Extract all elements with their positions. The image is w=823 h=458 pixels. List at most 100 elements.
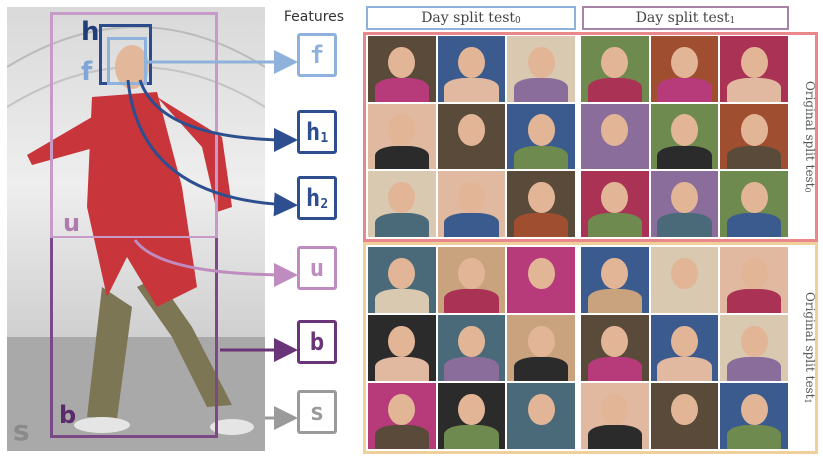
photo-tile: [507, 247, 575, 313]
photo-face: [601, 46, 629, 78]
photo-tile: [368, 247, 436, 313]
photo-shirt: [587, 357, 642, 381]
photo-tile: [650, 383, 719, 449]
photo-shirt: [587, 289, 642, 313]
photo-face: [740, 46, 768, 78]
photo-face: [740, 325, 768, 358]
feature-box-0: f: [297, 33, 337, 77]
photo-shirt: [374, 289, 429, 313]
photo-tile: [581, 383, 649, 449]
row-label-0: Original split test0: [799, 35, 821, 239]
photo-tile: [650, 247, 719, 313]
photo-face: [670, 325, 699, 358]
photo-tile: [720, 36, 788, 102]
photo-shirt: [514, 213, 569, 237]
photo-tile: [581, 315, 649, 381]
label-s: s: [13, 414, 30, 447]
photo-tile: [507, 36, 575, 102]
photo-shirt: [444, 289, 499, 313]
photo-face: [457, 114, 486, 146]
photo-shirt: [444, 213, 499, 237]
photo-shirt: [657, 357, 712, 381]
photo-face: [601, 114, 629, 146]
photo-shirt: [727, 78, 782, 102]
row-label-1: Original split test1: [799, 245, 821, 451]
photo-face: [740, 393, 768, 426]
photo-tile: [720, 315, 788, 381]
feature-label-5: s: [309, 398, 325, 426]
photo-tile: [368, 36, 436, 102]
photo-face: [670, 257, 699, 290]
person-photo: h f u b s: [7, 7, 265, 451]
photo-shirt: [587, 145, 642, 170]
photo-shirt: [657, 289, 712, 313]
photo-tile: [507, 103, 575, 170]
row-label-0-sub: 0: [802, 187, 812, 193]
feature-label-4: b: [309, 328, 325, 356]
feature-label-2: h: [305, 184, 321, 212]
photo-shirt: [657, 213, 712, 237]
photo-shirt: [374, 145, 429, 170]
photo-shirt: [657, 78, 712, 102]
photo-tile: [581, 171, 649, 237]
photo-face: [740, 257, 768, 290]
photo-tile: [581, 103, 649, 170]
photo-shirt: [514, 357, 569, 381]
row-label-0-text: Original split test: [803, 81, 818, 188]
photo-tile: [720, 383, 788, 449]
photo-face: [457, 46, 486, 78]
column-header-0-sub: 0: [515, 16, 521, 26]
feature-box-3: u: [297, 246, 337, 290]
feature-label-1: h: [305, 118, 321, 146]
photo-face: [670, 114, 699, 146]
row-label-1-sub: 1: [802, 398, 812, 404]
column-header-1-text: Day split test: [635, 10, 730, 26]
feature-box-5: s: [297, 390, 337, 434]
image-grid-row0-col1: [581, 36, 788, 237]
photo-tile: [437, 315, 506, 381]
feature-label-0: f: [309, 41, 325, 69]
photo-shirt: [727, 145, 782, 170]
photo-shirt: [587, 213, 642, 237]
photo-tile: [507, 171, 575, 237]
photo-tile: [368, 171, 436, 237]
photo-face: [388, 181, 416, 214]
photo-face: [740, 181, 768, 214]
photo-face: [601, 257, 629, 290]
photo-tile: [581, 247, 649, 313]
photo-face: [457, 325, 486, 358]
photo-face: [388, 46, 416, 78]
photo-shirt: [727, 425, 782, 449]
photo-tile: [720, 171, 788, 237]
row-label-1-text: Original split test: [803, 292, 818, 399]
photo-shirt: [444, 425, 499, 449]
photo-tile: [368, 383, 436, 449]
photo-face: [527, 257, 555, 290]
photo-face: [601, 181, 629, 214]
photo-tile: [720, 247, 788, 313]
photo-face: [670, 393, 699, 426]
photo-tile: [507, 315, 575, 381]
photo-tile: [650, 103, 719, 170]
photo-face: [388, 325, 416, 358]
photo-face: [388, 393, 416, 426]
photo-face: [388, 114, 416, 146]
row-frame-1: [363, 242, 818, 454]
photo-tile: [437, 171, 506, 237]
photo-face: [527, 46, 555, 78]
row-frame-0: [363, 32, 818, 242]
photo-tile: [437, 36, 506, 102]
photo-shirt: [727, 357, 782, 381]
photo-face: [601, 393, 629, 426]
photo-shirt: [444, 145, 499, 170]
feature-label-3: u: [309, 254, 325, 282]
photo-shirt: [374, 213, 429, 237]
photo-shirt: [444, 78, 499, 102]
feature-sub-1: 1: [320, 130, 329, 146]
image-grid-row0-col0: [368, 36, 575, 237]
features-title: Features: [283, 9, 345, 25]
photo-shirt: [657, 425, 712, 449]
photo-face: [670, 46, 699, 78]
